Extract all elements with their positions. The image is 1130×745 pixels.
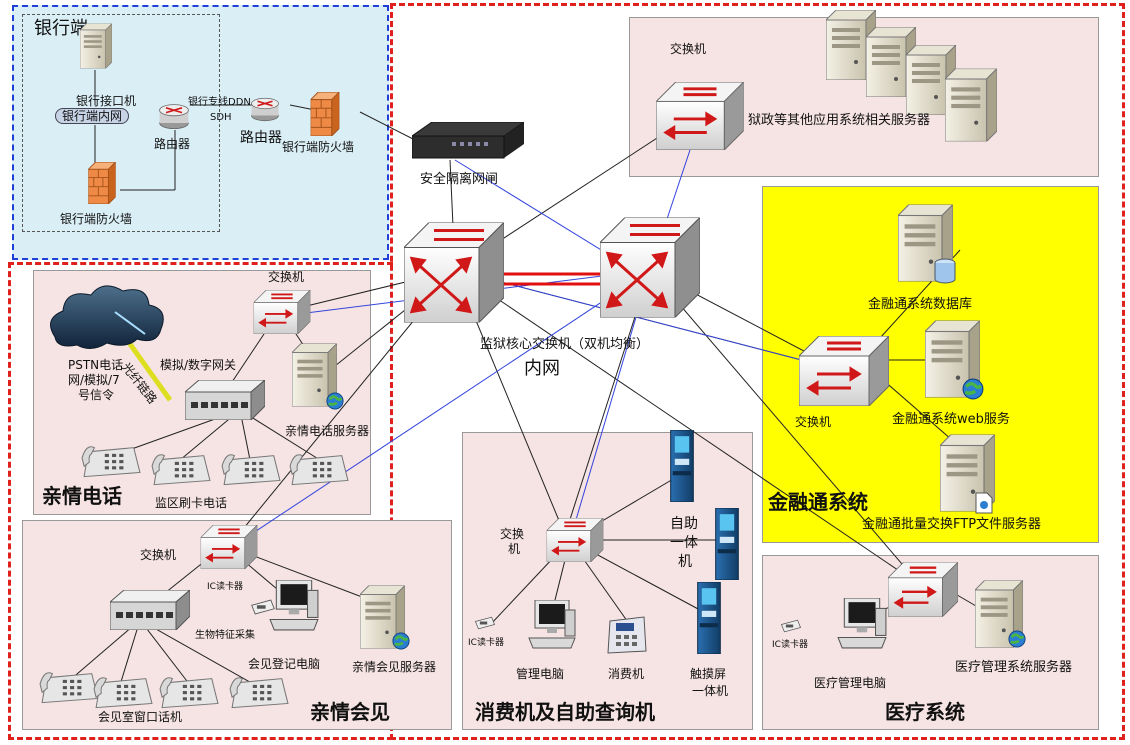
finance-title: 金融通系统 [768, 490, 868, 514]
finance-switch [798, 336, 890, 406]
consumer-switch-label-2: 机 [508, 542, 521, 556]
consumer-ic-reader-label: IC读卡器 [468, 638, 504, 648]
visit-phone-1 [38, 663, 100, 705]
pos-machine [607, 616, 647, 654]
bank-firewall-outer [310, 92, 340, 136]
consumer-pc [527, 600, 577, 650]
phone-server-globe-icon [326, 392, 344, 410]
family-phone-title: 亲情电话 [42, 484, 122, 508]
cell-phone-2 [150, 445, 212, 487]
intranet-label: 内网 [524, 358, 560, 379]
phone-switch [253, 290, 311, 334]
medical-server-globe-icon [1008, 630, 1026, 648]
family-visit-title: 亲情会见 [310, 700, 390, 724]
finance-ftp-file-icon [975, 492, 993, 514]
visit-switch [200, 525, 258, 569]
medical-ic-reader-icon [780, 618, 802, 634]
admin-switch [655, 82, 745, 150]
bank-router-1 [158, 100, 190, 130]
admin-switch-label: 交换机 [670, 42, 707, 56]
touch-label-1: 触摸屏 [690, 667, 727, 681]
consumer-pc-label: 管理电脑 [516, 667, 565, 681]
admin-server-4 [945, 62, 997, 148]
visit-phones-label: 会见室窗口话机 [98, 710, 183, 724]
bank-title: 银行端 [34, 18, 88, 39]
visit-phone-4 [228, 668, 290, 710]
bank-router-2-label: 路由器 [240, 130, 282, 146]
finance-web-globe-icon [962, 378, 984, 400]
medical-pc [836, 598, 888, 650]
kiosk-label-1: 自助 [670, 516, 698, 532]
core-label: 监狱核心交换机（双机均衡） [480, 337, 650, 352]
touch-kiosk [692, 582, 726, 654]
bank-inner-zone [22, 14, 220, 232]
medical-server-label: 医疗管理系统服务器 [955, 660, 1073, 675]
kiosk-label-2: 一体 [670, 535, 698, 551]
consumer-ic-reader-icon [474, 615, 496, 631]
medical-switch [888, 562, 958, 617]
gateway-label: 模拟/数字网关 [160, 358, 237, 372]
medical-ic-reader-label: IC读卡器 [772, 640, 808, 650]
pstn-cloud-icon [50, 285, 164, 349]
finance-db-label: 金融通系统数据库 [868, 297, 973, 312]
visit-ic-reader-label: IC读卡器 [207, 582, 243, 592]
security-gateway-label: 安全隔离网闸 [420, 172, 499, 187]
phone-gateway-hub [185, 380, 265, 420]
kiosk-2 [710, 508, 744, 580]
finance-web-label: 金融通系统web服务 [892, 412, 1010, 427]
phone-server-label: 亲情电话服务器 [285, 424, 370, 438]
bank-firewall-outer-label: 银行端防火墙 [282, 140, 355, 154]
visit-phone-2 [92, 668, 154, 710]
finance-db-icon [934, 258, 956, 284]
visit-server-label: 亲情会见服务器 [352, 660, 437, 674]
visit-biometric-label: 生物特征采集 [195, 630, 255, 641]
bank-intranet-label: 银行端内网 [55, 108, 130, 125]
cell-phone-1 [80, 437, 142, 479]
kiosk-1 [665, 430, 699, 502]
phone-switch-label: 交换机 [268, 270, 305, 284]
core-switch-1 [404, 220, 504, 325]
visit-server-globe-icon [392, 632, 410, 650]
admin-servers-label: 狱政等其他应用系统相关服务器 [748, 113, 931, 128]
sdh-label: SDH [210, 112, 232, 123]
consumer-switch-label-1: 交换 [500, 527, 525, 541]
bank-interface-server [80, 20, 112, 72]
outer-network-boundary [390, 3, 1125, 740]
bank-router-1-label: 路由器 [154, 137, 191, 151]
consumer-switch [546, 518, 604, 562]
visit-pc [268, 580, 320, 632]
consumer-title: 消费机及自助查询机 [475, 700, 655, 724]
medical-pc-label: 医疗管理电脑 [814, 676, 887, 690]
pstn-label-2: 网/模拟/7 [68, 373, 120, 387]
pstn-label-1: PSTN电话 [68, 358, 124, 372]
bank-firewall-inner-label: 银行端防火墙 [60, 212, 133, 226]
touch-label-2: 一体机 [692, 684, 729, 698]
bank-router-2 [250, 94, 280, 122]
dedicated-line-label: 银行专线DDN [188, 97, 251, 108]
finance-switch-label: 交换机 [795, 415, 832, 429]
pos-label: 消费机 [608, 667, 645, 681]
visit-pc-label: 会见登记电脑 [248, 657, 321, 671]
core-switch-2 [600, 215, 700, 320]
bank-firewall-inner [88, 162, 116, 204]
bank-interface-label: 银行接口机 [76, 94, 137, 108]
outer-network-boundary-left [8, 262, 393, 740]
cell-phone-3 [220, 445, 282, 487]
cell-phones-label: 监区刷卡电话 [155, 496, 228, 510]
cell-phone-4 [288, 445, 350, 487]
kiosk-label-3: 机 [678, 554, 692, 570]
security-gateway [412, 122, 524, 159]
finance-ftp-label: 金融通批量交换FTP文件服务器 [862, 517, 1042, 532]
consumer-zone [462, 432, 753, 730]
visit-switch-label: 交换机 [140, 548, 177, 562]
visit-hub [110, 590, 190, 630]
medical-title: 医疗系统 [885, 700, 965, 724]
pstn-label-3: 号信令 [78, 388, 115, 402]
visit-phone-3 [158, 668, 220, 710]
